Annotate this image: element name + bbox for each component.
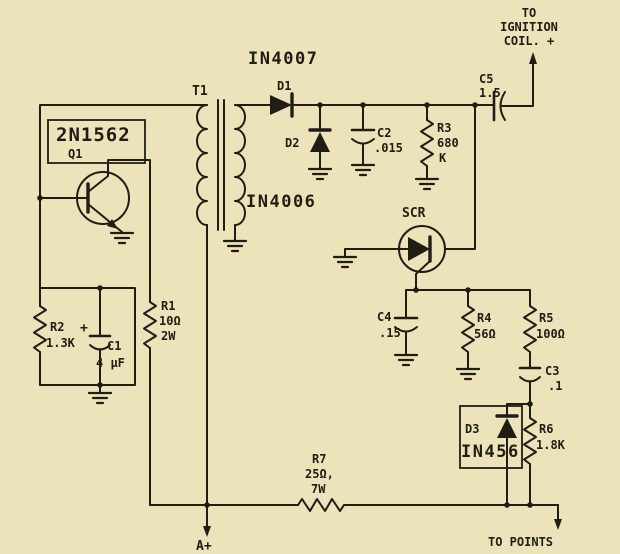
wiring xyxy=(39,52,562,537)
ground-c4 xyxy=(393,353,419,367)
label-r7-value: 25Ω, xyxy=(305,467,334,481)
label-c5-ref: C5 xyxy=(479,72,493,86)
resistor-r4: R4 56Ω xyxy=(455,289,496,381)
label-scr: SCR xyxy=(402,206,426,221)
resistor-r5: R5 100Ω xyxy=(523,289,565,369)
resistor-r1: R1 10Ω 2W xyxy=(143,299,181,506)
label-to-ignition-3: COIL. + xyxy=(504,34,555,48)
label-c3-value: .1 xyxy=(548,379,562,393)
label-r1-value2: 2W xyxy=(161,329,176,343)
resistor-r7: R7 25Ω, 7W xyxy=(297,452,345,512)
label-r5-ref: R5 xyxy=(539,311,553,325)
label-r6-value: 1.8K xyxy=(536,438,566,452)
label-r7-value2: 7W xyxy=(311,482,326,496)
label-r2-ref: R2 xyxy=(50,320,64,334)
d3-box xyxy=(459,405,523,469)
ground-c1 xyxy=(87,391,113,405)
label-r4-ref: R4 xyxy=(477,311,491,325)
label-d3-part: IN456 xyxy=(461,442,520,462)
resistor-r3: R3 680 K xyxy=(414,104,459,191)
label-a-plus: A+ xyxy=(196,539,212,554)
resistor-r6: R6 1.8K xyxy=(523,403,566,506)
diode-d2: D2 IN4006 xyxy=(246,104,333,212)
label-c4-value: .15 xyxy=(379,326,401,340)
transformer-t1: T1 xyxy=(192,84,248,253)
label-to-points: TO POINTS xyxy=(488,535,553,549)
ground-scr xyxy=(332,255,358,269)
capacitor-c2: C2 .015 xyxy=(350,104,403,177)
scr: SCR xyxy=(332,206,446,291)
label-t1: T1 xyxy=(192,84,208,99)
label-r1-ref: R1 xyxy=(161,299,175,313)
transistor-q1: 2N1562 Q1 xyxy=(47,119,151,303)
label-c3-ref: C3 xyxy=(545,364,559,378)
diode-d1: IN4007 D1 xyxy=(248,49,318,118)
label-d2-ref: D2 xyxy=(285,136,299,150)
diode-d3: D3 IN456 xyxy=(459,403,531,506)
ground-q1-emitter xyxy=(109,231,135,245)
label-q1-part: 2N1562 xyxy=(56,124,131,146)
ground-c2 xyxy=(350,163,376,177)
ground-t1-secondary xyxy=(222,239,248,253)
label-r4-value: 56Ω xyxy=(474,327,496,341)
label-r2-value: 1.3K xyxy=(46,336,76,350)
capacitor-c4: C4 .15 xyxy=(377,289,419,367)
ground-d2 xyxy=(307,167,333,181)
label-r6-ref: R6 xyxy=(539,422,553,436)
label-r3-ref: R3 xyxy=(437,121,451,135)
label-d1-part: IN4007 xyxy=(248,49,318,69)
label-r5-value: 100Ω xyxy=(536,327,565,341)
label-to-ignition-2: IGNITION xyxy=(500,20,558,34)
q1-label-box xyxy=(47,119,146,164)
label-c5-value: 1.5 xyxy=(479,86,501,100)
label-c4-ref: C4 xyxy=(377,310,391,324)
ground-r3 xyxy=(414,177,440,191)
label-c2-value: .015 xyxy=(374,141,403,155)
label-c1-value: 4 μF xyxy=(96,356,125,370)
label-c1-polarity: + xyxy=(80,321,88,336)
terminal-annotations: TO IGNITION COIL. + A+ TO POINTS xyxy=(196,6,558,554)
capacitor-c5: C5 1.5 xyxy=(479,72,506,122)
label-r1-value: 10Ω xyxy=(159,314,181,328)
junction-dots xyxy=(37,102,533,508)
label-d1-ref: D1 xyxy=(277,79,291,93)
label-d3-ref: D3 xyxy=(465,422,479,436)
label-c2-ref: C2 xyxy=(377,126,391,140)
label-d2-part: IN4006 xyxy=(246,192,316,212)
label-r3-value2: K xyxy=(439,151,447,165)
label-q1-ref: Q1 xyxy=(68,147,82,161)
capacitor-c3: C3 .1 xyxy=(518,364,562,405)
label-c1-ref: C1 xyxy=(107,339,121,353)
ground-r4 xyxy=(455,367,481,381)
label-r3-value: 680 xyxy=(437,136,459,150)
r2-c1-network: R2 1.3K + C1 4 μF xyxy=(33,287,136,405)
label-r7-ref: R7 xyxy=(312,452,326,466)
label-to-ignition-1: TO xyxy=(522,6,536,20)
